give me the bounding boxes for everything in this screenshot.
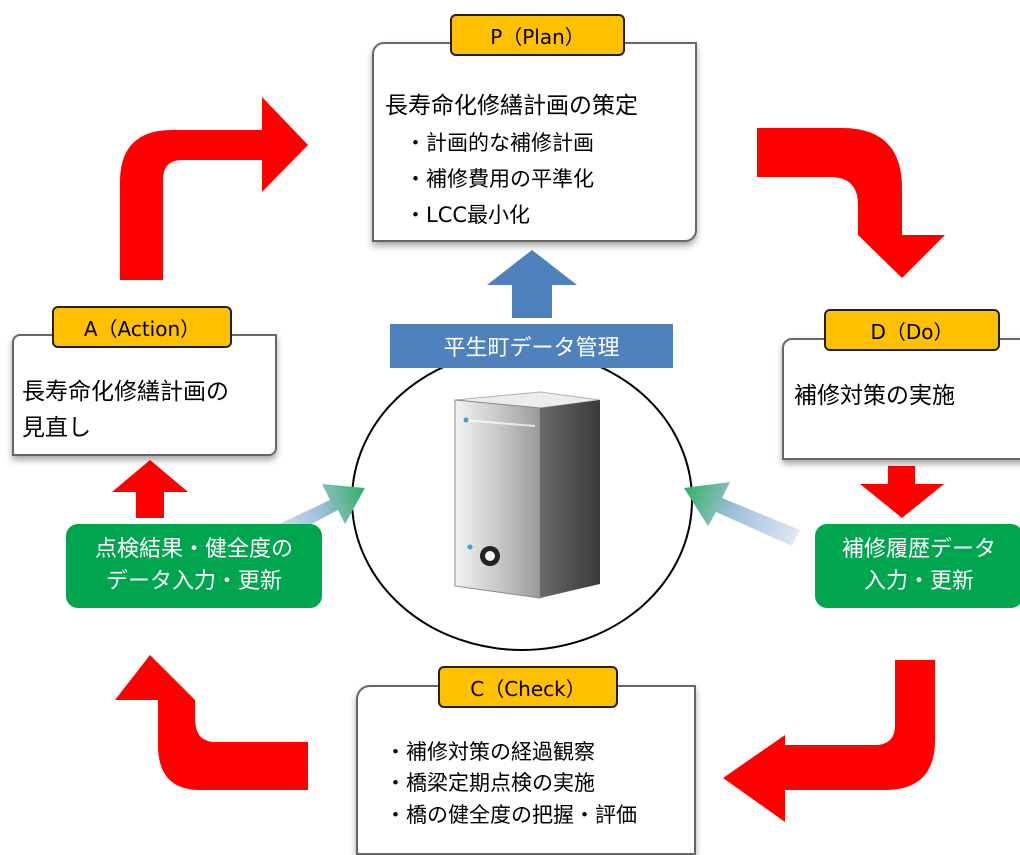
inspection-input-line: 点検結果・健全度の <box>94 537 293 562</box>
arrow-data-to-plan <box>487 250 577 318</box>
repair-history-input-line: 補修履歴データ <box>841 537 996 562</box>
action-text-line: 長寿命化修繕計画の <box>22 379 229 405</box>
action-text-line: 見直し <box>22 415 91 441</box>
cycle-arrow-action-to-plan <box>120 97 308 280</box>
plan-tag: P（Plan） <box>450 14 625 56</box>
action-box <box>12 334 277 456</box>
cycle-arrow-do-to-check <box>723 660 935 822</box>
plan-bullet: ・LCC最小化 <box>405 203 531 227</box>
repair-history-input-box: 補修履歴データ 入力・更新 <box>815 524 1020 608</box>
plan-bullet: ・補修費用の平準化 <box>405 167 594 191</box>
inspection-input-box: 点検結果・健全度の データ入力・更新 <box>66 524 322 608</box>
do-box <box>782 338 1020 460</box>
do-tag: D（Do） <box>824 309 1000 351</box>
cycle-arrow-plan-to-do <box>757 128 945 278</box>
check-box <box>356 685 696 855</box>
repair-history-input-line: 入力・更新 <box>863 569 974 594</box>
data-management-label: 平生町データ管理 <box>390 324 673 368</box>
arrow-input-to-action <box>112 460 188 518</box>
check-tag: C（Check） <box>438 666 618 708</box>
check-bullet: ・橋梁定期点検の実施 <box>385 771 595 795</box>
check-bullet: ・橋の健全度の把握・評価 <box>385 803 637 827</box>
cycle-arrow-check-to-action <box>115 655 308 790</box>
action-tag: A（Action） <box>52 306 232 348</box>
server-icon <box>454 391 601 599</box>
check-bullet: ・補修対策の経過観察 <box>385 740 595 764</box>
plan-heading: 長寿命化修繕計画の策定 <box>385 93 638 119</box>
arrow-do-to-input <box>860 466 944 518</box>
plan-bullet: ・計画的な補修計画 <box>405 131 594 155</box>
arrow-input-right-to-data <box>684 482 800 546</box>
inspection-input-line: データ入力・更新 <box>105 569 282 594</box>
do-text-line: 補修対策の実施 <box>794 383 955 409</box>
plan-box <box>372 42 697 242</box>
